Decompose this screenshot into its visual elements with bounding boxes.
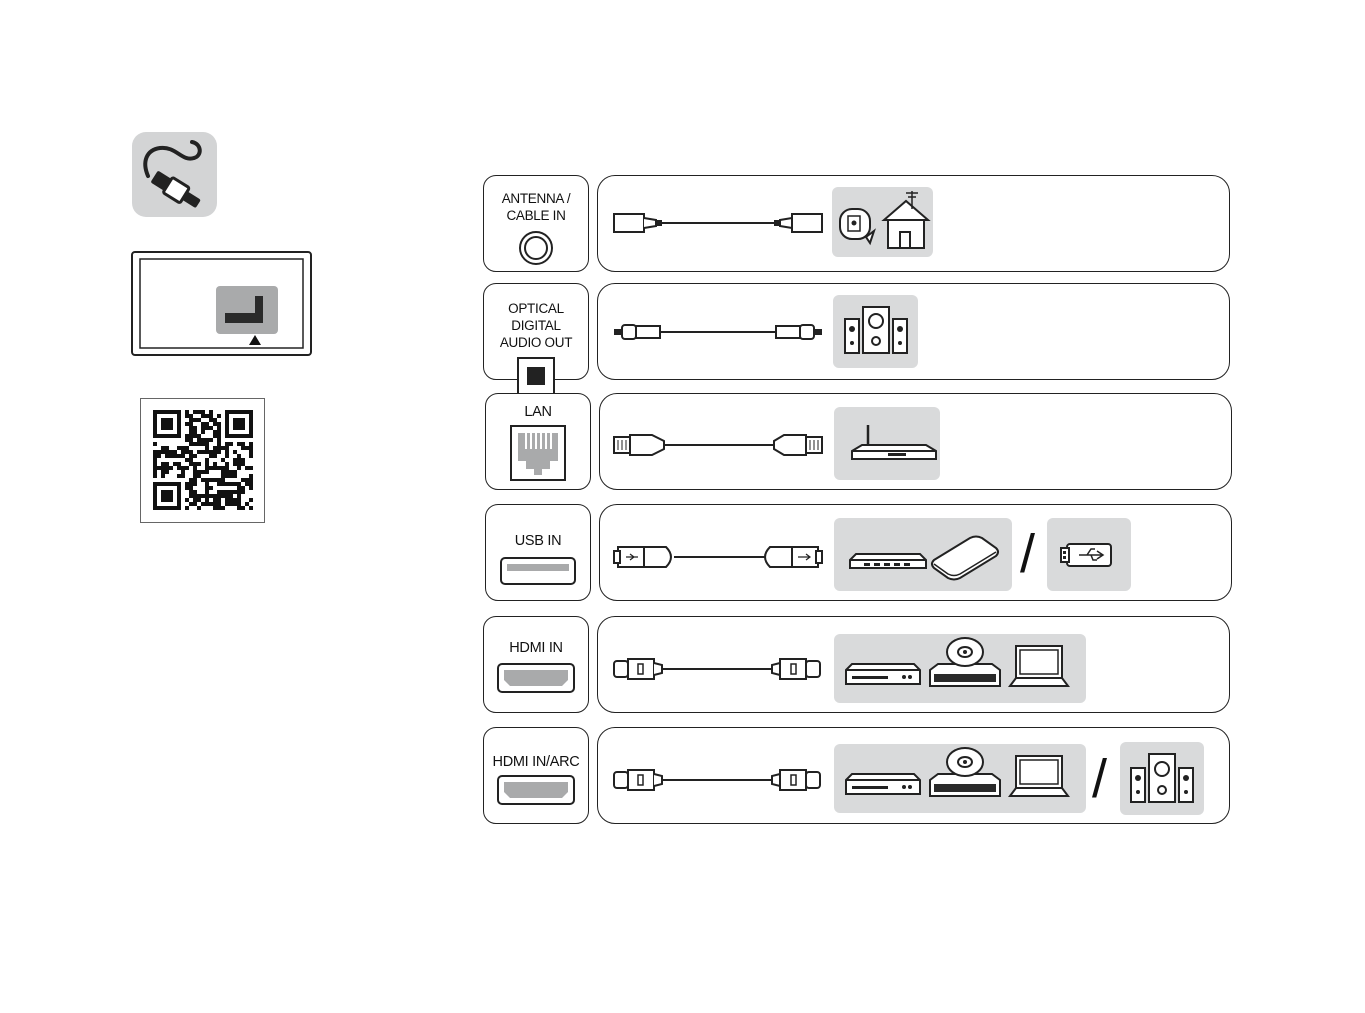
device-panel xyxy=(834,407,940,480)
port-label: USB IN xyxy=(486,533,590,550)
laptop-icon xyxy=(1010,756,1068,796)
port-antenna-cable-in: ANTENNA / CABLE IN xyxy=(483,175,589,272)
connection-row-optical xyxy=(597,283,1230,380)
optical-port-icon xyxy=(516,356,556,396)
separator-slash: / xyxy=(1020,527,1035,581)
laptop-icon xyxy=(1010,646,1068,686)
av-devices-icon xyxy=(834,744,1086,813)
speaker-system-icon xyxy=(1120,742,1204,815)
speaker-system-icon xyxy=(833,295,918,368)
device-panel xyxy=(1120,742,1204,815)
separator-slash: / xyxy=(1092,752,1107,806)
usb-hub-icon xyxy=(834,518,1012,591)
optical-cable-icon xyxy=(612,322,824,342)
usb-cable-icon xyxy=(612,543,824,571)
port-label: HDMI IN xyxy=(484,640,588,657)
router-icon xyxy=(834,407,940,480)
connection-row-antenna xyxy=(597,175,1230,272)
disc-player-icon xyxy=(930,748,1000,796)
disc-player-icon xyxy=(930,638,1000,686)
lan-cable-icon xyxy=(612,432,824,458)
port-lan: LAN xyxy=(485,393,591,490)
usb-flash-drive-icon xyxy=(1047,518,1131,591)
av-devices-icon xyxy=(834,634,1086,703)
device-panel xyxy=(833,295,918,368)
port-usb-in: USB IN xyxy=(485,504,591,601)
connection-row-hdmi-arc: / xyxy=(597,727,1230,824)
hdmi-cable-icon xyxy=(612,655,824,683)
coaxial-cable-icon xyxy=(612,210,824,236)
device-panel xyxy=(834,744,1086,813)
hdmi-cable-icon xyxy=(612,766,824,794)
port-label: HDMI IN/ARC xyxy=(484,754,588,771)
hdmi-port-icon xyxy=(496,662,576,694)
coaxial-port-icon xyxy=(518,230,554,266)
device-panel xyxy=(832,187,933,257)
device-panel xyxy=(834,518,1012,591)
connection-row-lan xyxy=(599,393,1232,490)
external-hdd-icon xyxy=(932,537,998,580)
set-top-box-icon xyxy=(846,774,920,794)
cable-badge-icon xyxy=(132,132,217,217)
port-label: ANTENNA / CABLE IN xyxy=(484,190,588,224)
ethernet-port-icon xyxy=(508,423,568,485)
connection-row-hdmi xyxy=(597,616,1230,713)
port-hdmi-in-arc: HDMI IN/ARC xyxy=(483,727,589,824)
set-top-box-icon xyxy=(846,664,920,684)
device-panel xyxy=(834,634,1086,703)
hdmi-arc-port-icon xyxy=(496,774,576,806)
connection-row-usb: / xyxy=(599,504,1232,601)
port-label: OPTICAL DIGITAL AUDIO OUT xyxy=(484,300,588,351)
port-label: LAN xyxy=(486,404,590,421)
device-panel xyxy=(1047,518,1131,591)
antenna-house-icon xyxy=(832,187,933,257)
port-hdmi-in: HDMI IN xyxy=(483,616,589,713)
port-optical-digital-audio-out: OPTICAL DIGITAL AUDIO OUT xyxy=(483,283,589,380)
usb-port-icon xyxy=(499,556,577,586)
qr-code xyxy=(140,398,265,523)
tv-back-diagram xyxy=(131,251,312,356)
